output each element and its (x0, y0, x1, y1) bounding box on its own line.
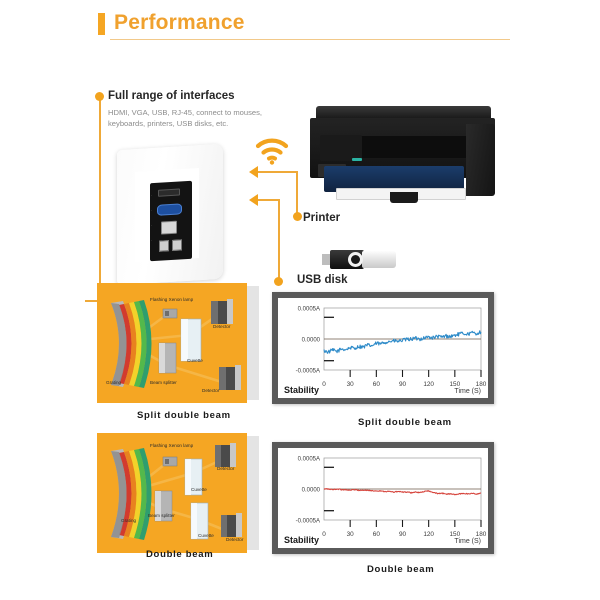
printer-control-panel (320, 135, 362, 161)
elbow-printer-h1 (258, 171, 298, 173)
caption-split-diagram: Split double beam (137, 410, 231, 421)
svg-text:Stability: Stability (284, 385, 319, 395)
optical-diagram-double (97, 433, 247, 553)
caption-double-chart: Double beam (367, 564, 435, 575)
port-bay: ---- (150, 180, 192, 262)
label-detector-bottom-split: Detector (202, 388, 220, 393)
svg-text:150: 150 (449, 381, 460, 388)
rj45-port-icon (161, 220, 177, 235)
svg-text:0: 0 (322, 531, 326, 538)
connector-line-horizontal (85, 300, 101, 302)
svg-text:150: 150 (449, 531, 460, 538)
label-grating-double: Grating (121, 518, 137, 523)
bullet-dot-printer (293, 212, 302, 221)
optical-diagram-split (97, 283, 247, 403)
page-title: Performance (114, 11, 245, 34)
elbow-usb-h1 (258, 199, 280, 201)
svg-text:90: 90 (399, 531, 407, 538)
svg-text:0.0000: 0.0000 (302, 338, 321, 344)
interfaces-description: HDMI, VGA, USB, RJ-45, connect to mouses… (108, 108, 263, 129)
bullet-dot-usb (274, 277, 283, 286)
label-detector-bottom-double: Detector (226, 537, 244, 542)
svg-text:60: 60 (373, 531, 381, 538)
usb-body (362, 251, 396, 268)
svg-text:60: 60 (373, 381, 381, 388)
arrow-to-device-top (249, 166, 258, 178)
svg-text:Time (S): Time (S) (454, 538, 481, 545)
svg-text:90: 90 (399, 381, 407, 388)
printer-right-side (466, 124, 495, 196)
usb-port-icon (159, 240, 169, 252)
svg-text:0: 0 (322, 381, 326, 388)
svg-text:0.0005A: 0.0005A (298, 457, 320, 463)
stability-plot-double: -0.0005A 0.0000 0.0005A 0 30 60 90 120 150 180Sta… (284, 457, 487, 545)
caption-split-chart: Split double beam (358, 417, 452, 428)
wifi-icon (255, 137, 289, 165)
usb-disk-label: USB disk (297, 274, 348, 286)
vga-port-icon (157, 203, 182, 216)
diagram-page-shadow-2 (245, 436, 259, 550)
arrow-to-device-bottom (249, 194, 258, 206)
hdmi-port-icon (158, 188, 180, 197)
interfaces-section: Full range of interfaces HDMI, VGA, USB,… (0, 42, 600, 302)
caption-double-diagram: Double beam (146, 549, 214, 560)
svg-text:-0.0005A: -0.0005A (296, 369, 320, 375)
printer-front-cover (324, 166, 464, 192)
usb-disk-description: Unlimited storage expansion. (297, 291, 395, 300)
label-splitter-double: Beam splitter (148, 513, 175, 518)
usb-disk-illustration (322, 247, 396, 271)
printer-scanner-strip (328, 136, 478, 158)
printer-illustration (310, 104, 495, 209)
label-cuvette-top-double: Cuvette (191, 487, 207, 492)
printer-lid (316, 106, 491, 119)
elbow-printer-v (296, 171, 298, 216)
elbow-usb-v (278, 199, 280, 281)
port-bay-legend: ---- (151, 193, 152, 243)
stability-plot-split: -0.0005A 0.0000 0.0005A 0 30 60 90 120 150 180Sta… (284, 307, 487, 395)
svg-text:Stability: Stability (284, 535, 319, 545)
interfaces-label: Full range of interfaces (108, 90, 235, 102)
label-splitter-split: Beam splitter (150, 380, 177, 385)
svg-text:Time (S): Time (S) (454, 388, 481, 395)
svg-text:180: 180 (476, 381, 487, 388)
svg-text:30: 30 (347, 531, 355, 538)
label-cuvette-split: Cuvette (187, 358, 203, 363)
printer-status-led (352, 158, 362, 161)
label-detector-top-split: Detector (213, 324, 231, 329)
usb-connector (322, 254, 331, 265)
header-accent-bar (98, 13, 105, 35)
label-detector-top-double: Detector (217, 466, 235, 471)
svg-text:120: 120 (423, 381, 434, 388)
svg-text:-0.0005A: -0.0005A (296, 519, 320, 525)
svg-text:180: 180 (476, 531, 487, 538)
label-xenon-lamp-split: Flashing Xenon lamp (150, 297, 194, 302)
usb-swivel-hole (351, 255, 360, 264)
svg-text:0.0000: 0.0000 (302, 488, 321, 494)
svg-text:0.0005A: 0.0005A (298, 307, 320, 313)
page-header: Performance (0, 0, 600, 42)
usb-port-icon-2 (172, 239, 182, 251)
label-cuvette-bottom-double: Cuvette (198, 533, 214, 538)
printer-label: Printer (303, 212, 341, 224)
svg-text:120: 120 (423, 531, 434, 538)
connector-line-vertical (99, 96, 101, 301)
diagram-page-shadow-1 (245, 286, 259, 400)
header-divider (110, 39, 510, 40)
printer-tray-handle (390, 192, 418, 203)
svg-text:30: 30 (347, 381, 355, 388)
label-xenon-lamp-double: Flashing Xenon lamp (150, 443, 194, 448)
bullet-dot-interfaces (95, 92, 104, 101)
label-grating-split: Grating (106, 380, 122, 385)
